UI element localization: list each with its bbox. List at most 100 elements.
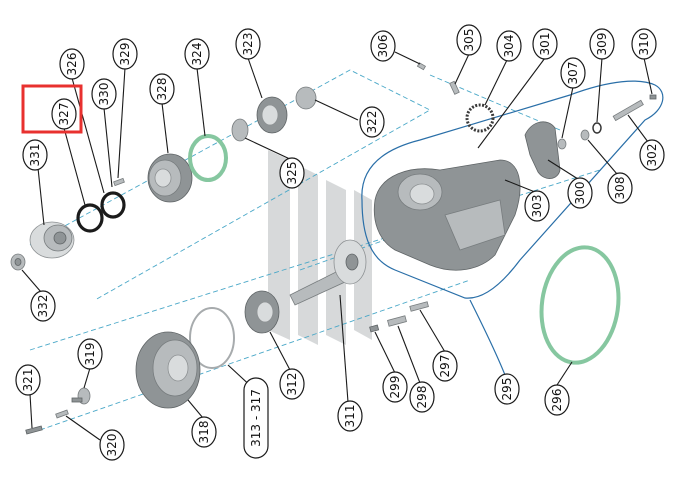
svg-text:305: 305 xyxy=(462,29,476,52)
part-325-ring xyxy=(231,118,249,142)
svg-text:309: 309 xyxy=(595,33,609,56)
part-312-bearing xyxy=(244,290,280,334)
part-324-gasket xyxy=(188,134,228,182)
svg-text:301: 301 xyxy=(538,33,552,56)
callout-318: 318 xyxy=(191,416,217,448)
part-300-bracket xyxy=(524,121,561,179)
svg-text:300: 300 xyxy=(573,182,587,205)
callout-311: 311 xyxy=(337,400,363,432)
callout-307: 307 xyxy=(560,57,586,89)
callout-331: 331 xyxy=(22,139,48,171)
svg-text:322: 322 xyxy=(365,111,379,134)
callout-301: 301 xyxy=(532,28,558,60)
part-329-pin xyxy=(113,177,125,187)
svg-text:327: 327 xyxy=(57,103,71,126)
svg-text:318: 318 xyxy=(197,421,211,444)
callout-322: 322 xyxy=(359,106,385,138)
callout-329: 329 xyxy=(112,38,138,70)
part-322-race xyxy=(295,86,317,110)
callout-302: 302 xyxy=(639,139,665,171)
part-332-nut xyxy=(10,253,26,271)
svg-text:325: 325 xyxy=(285,162,299,185)
svg-text:302: 302 xyxy=(645,144,659,167)
svg-text:299: 299 xyxy=(388,376,402,399)
callout-297: 297 xyxy=(432,350,458,382)
part-313-317-shims xyxy=(189,307,235,369)
callout-323: 323 xyxy=(235,28,261,60)
callout-320: 320 xyxy=(99,429,125,461)
svg-text:303: 303 xyxy=(530,195,544,218)
part-321-bolt xyxy=(25,425,43,435)
part-297-pin xyxy=(409,301,429,312)
callout-332: 332 xyxy=(30,290,56,322)
svg-text:324: 324 xyxy=(190,43,204,66)
part-296-gasket xyxy=(539,245,621,365)
callout-321: 321 xyxy=(15,364,41,396)
callout-326: 326 xyxy=(59,48,85,80)
part-311-shaft xyxy=(289,239,367,306)
highlight-box-327 xyxy=(21,84,83,134)
svg-text:332: 332 xyxy=(36,295,50,318)
svg-text:295: 295 xyxy=(500,378,514,401)
part-323-bearing xyxy=(256,96,288,134)
callout-304: 304 xyxy=(496,30,522,62)
svg-text:329: 329 xyxy=(118,43,132,66)
part-305-bolt xyxy=(449,80,460,95)
callout-305: 305 xyxy=(456,24,482,56)
leader-lines xyxy=(21,51,653,441)
callout-298: 298 xyxy=(409,381,435,413)
callout-327: 327 xyxy=(51,98,77,130)
svg-text:307: 307 xyxy=(566,62,580,85)
part-303-housing xyxy=(373,159,521,271)
part-327-ring xyxy=(76,203,104,233)
callout-319: 319 xyxy=(77,338,103,370)
part-304-tone-ring xyxy=(465,103,495,133)
svg-text:323: 323 xyxy=(241,33,255,56)
part-328-housing xyxy=(147,153,193,203)
svg-text:331: 331 xyxy=(28,144,42,167)
svg-text:311: 311 xyxy=(343,405,357,428)
callout-330: 330 xyxy=(91,78,117,110)
part-306-screw xyxy=(416,62,427,71)
part-310-pin xyxy=(649,94,657,100)
part-326-ring xyxy=(100,191,126,219)
callout-299: 299 xyxy=(382,371,408,403)
svg-text:306: 306 xyxy=(376,35,390,58)
callout-313-317: 313 - 317 xyxy=(243,377,269,459)
svg-text:298: 298 xyxy=(415,386,429,409)
svg-text:326: 326 xyxy=(65,53,79,76)
callout-300: 300 xyxy=(567,177,593,209)
svg-text:304: 304 xyxy=(502,35,516,58)
svg-text:319: 319 xyxy=(83,343,97,366)
callout-306: 306 xyxy=(370,30,396,62)
callout-296: 296 xyxy=(544,384,570,416)
svg-text:308: 308 xyxy=(613,177,627,200)
svg-text:310: 310 xyxy=(637,33,651,56)
part-320-spacer xyxy=(55,409,69,419)
part-309-washer xyxy=(592,122,602,134)
callout-325: 325 xyxy=(279,157,305,189)
svg-text:321: 321 xyxy=(21,369,35,392)
svg-text:296: 296 xyxy=(550,389,564,412)
callout-328: 328 xyxy=(149,73,175,105)
svg-text:312: 312 xyxy=(285,373,299,396)
part-298-pin xyxy=(387,315,407,327)
callout-324: 324 xyxy=(184,38,210,70)
part-302-bolt xyxy=(612,99,644,122)
callout-310: 310 xyxy=(631,28,657,60)
callout-303: 303 xyxy=(524,190,550,222)
callout-309: 309 xyxy=(589,28,615,60)
svg-text:320: 320 xyxy=(105,434,119,457)
part-318-hub xyxy=(135,331,201,409)
svg-text:297: 297 xyxy=(438,355,452,378)
part-319-fitting xyxy=(71,387,91,405)
bracket-pointer-295 xyxy=(469,299,506,376)
part-331-flange xyxy=(29,221,75,259)
part-308-nut xyxy=(580,129,590,141)
housing-group-bracket xyxy=(361,80,664,299)
svg-text:313 - 317: 313 - 317 xyxy=(249,389,263,447)
callout-312: 312 xyxy=(279,368,305,400)
callout-308: 308 xyxy=(607,172,633,204)
